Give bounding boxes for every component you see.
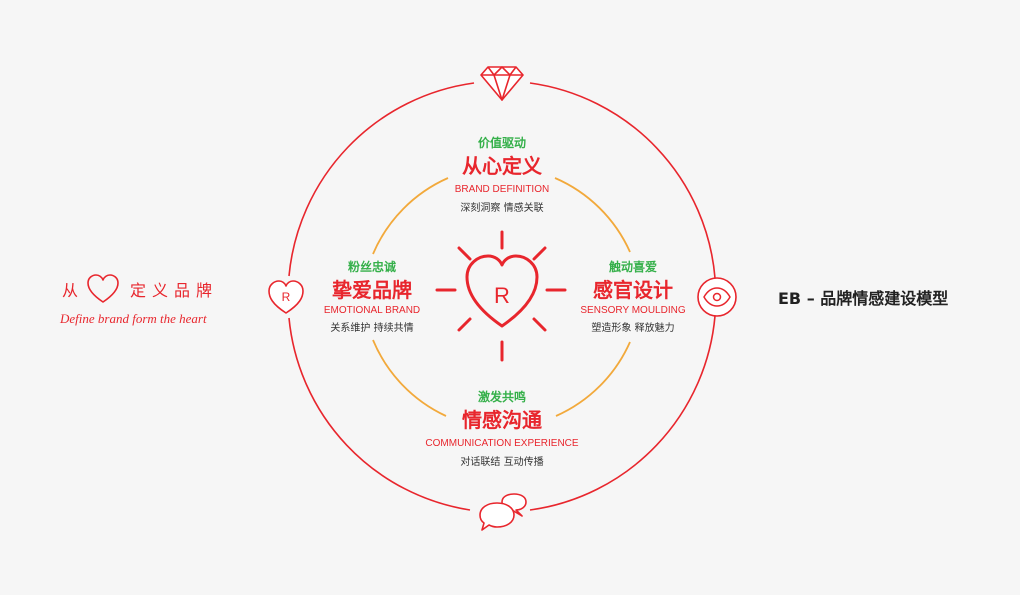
node-desc: 对话联结 互动传播 (460, 455, 543, 468)
slogan-cn-right: 定义品牌 (130, 281, 218, 300)
node-title: 从心定义 (462, 154, 542, 178)
center-heart-icon: R (435, 230, 567, 362)
node-label: 触动喜爱 (609, 259, 657, 274)
left-slogan: 从 定义品牌 Define brand form the heart (59, 274, 218, 326)
node-label: 价值驱动 (478, 135, 526, 150)
slogan-heart-icon (87, 274, 119, 303)
node-title: 挚爱品牌 (332, 278, 412, 302)
node-desc: 塑造形象 释放魅力 (591, 321, 674, 334)
node-en: COMMUNICATION EXPERIENCE (425, 438, 578, 449)
node-emotional-brand: 粉丝忠诚 挚爱品牌 EMOTIONAL BRAND 关系维护 持续共情 (324, 259, 420, 334)
node-brand-definition: 价值驱动 从心定义 BRAND DEFINITION 深刻洞察 情感关联 (455, 135, 549, 214)
node-communication-experience: 激发共鸣 情感沟通 COMMUNICATION EXPERIENCE 对话联结 … (425, 389, 578, 468)
heart-badge-icon: R (268, 280, 304, 314)
node-label: 激发共鸣 (478, 389, 526, 404)
eye-icon (697, 277, 737, 317)
node-desc: 深刻洞察 情感关联 (460, 201, 543, 214)
node-title: 情感沟通 (462, 408, 542, 432)
diamond-icon (480, 66, 524, 101)
node-label: 粉丝忠诚 (348, 259, 396, 274)
node-en: SENSORY MOULDING (580, 305, 685, 316)
center-letter: R (494, 283, 510, 308)
slogan-cn-left: 从 (62, 281, 84, 300)
node-title: 感官设计 (593, 278, 673, 302)
model-title: EB – 品牌情感建设模型 (778, 289, 948, 308)
chat-bubbles-icon (479, 493, 527, 531)
outer-ring (288, 82, 716, 511)
node-sensory-moulding: 触动喜爱 感官设计 SENSORY MOULDING 塑造形象 释放魅力 (580, 259, 685, 334)
node-desc: 关系维护 持续共情 (330, 321, 413, 334)
inner-ring (372, 177, 631, 417)
heart-badge-letter: R (282, 290, 291, 304)
node-en: BRAND DEFINITION (455, 184, 549, 195)
slogan-en: Define brand form the heart (59, 311, 207, 326)
node-en: EMOTIONAL BRAND (324, 305, 420, 316)
